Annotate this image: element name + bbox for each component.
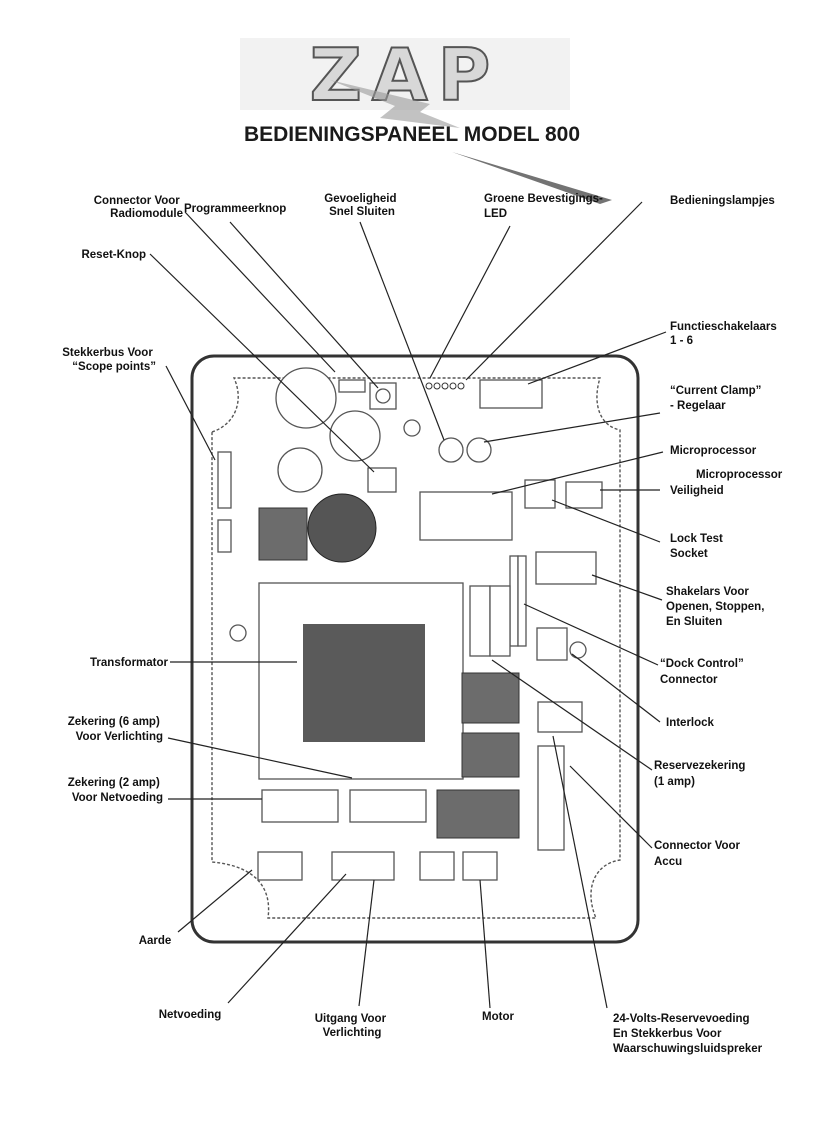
label-netvoeding: Netvoeding	[159, 1009, 222, 1021]
label-shakelars: Shakelars Voor Openen, Stoppen, En Sluit…	[666, 586, 768, 628]
label-zekering-2: Zekering (2 amp) Voor Netvoeding	[68, 777, 163, 804]
label-motor: Motor	[482, 1011, 514, 1023]
logo-text: ZAP	[310, 33, 501, 117]
label-groene-led: Groene Bevestigings- LED	[484, 193, 606, 220]
label-microprocessor: Microprocessor	[670, 445, 757, 457]
label-connector-radio: Connector Voor Radiomodule	[94, 195, 183, 220]
label-current-clamp: “Current Clamp” - Regelaar	[670, 385, 765, 412]
label-reservevoeding: 24-Volts-Reservevoeding En Stekkerbus Vo…	[613, 1013, 763, 1055]
label-transformator: Transformator	[90, 657, 168, 669]
circuit-board	[190, 354, 640, 944]
label-programmeerknop: Programmeerknop	[184, 203, 286, 215]
led-row	[425, 382, 465, 390]
label-functieschakelaars: Functieschakelaars 1 - 6	[670, 321, 780, 347]
label-interlock: Interlock	[666, 717, 715, 729]
labels: Connector Voor Radiomodule Programmeerkn…	[62, 193, 785, 1055]
label-gevoeligheid: Gevoeligheid Snel Sluiten	[324, 193, 399, 218]
label-reservezekering: Reservezekering (1 amp)	[654, 760, 749, 788]
label-dock-control: “Dock Control” Connector	[660, 658, 747, 686]
label-connector-accu: Connector Voor Accu	[654, 840, 743, 868]
label-uitgang-verlichting: Uitgang Voor Verlichting	[315, 1013, 390, 1039]
label-bedieningslampjes: Bedieningslampjes	[670, 195, 775, 207]
label-aarde: Aarde	[139, 935, 172, 947]
decorative-streak	[452, 152, 612, 204]
label-stekkerbus-scope: Stekkerbus Voor “Scope points”	[62, 347, 156, 373]
label-zekering-6: Zekering (6 amp) Voor Verlichting	[68, 716, 163, 743]
label-lock-test: Lock Test Socket	[670, 533, 726, 560]
page-title: BEDIENINGSPANEEL MODEL 800	[244, 123, 580, 146]
label-reset-knop: Reset-Knop	[81, 249, 146, 261]
zap-logo: ZAP	[240, 32, 570, 128]
leader-lines	[149, 201, 667, 1009]
label-microprocessor-veiligheid: Microprocessor Veiligheid	[670, 469, 785, 497]
